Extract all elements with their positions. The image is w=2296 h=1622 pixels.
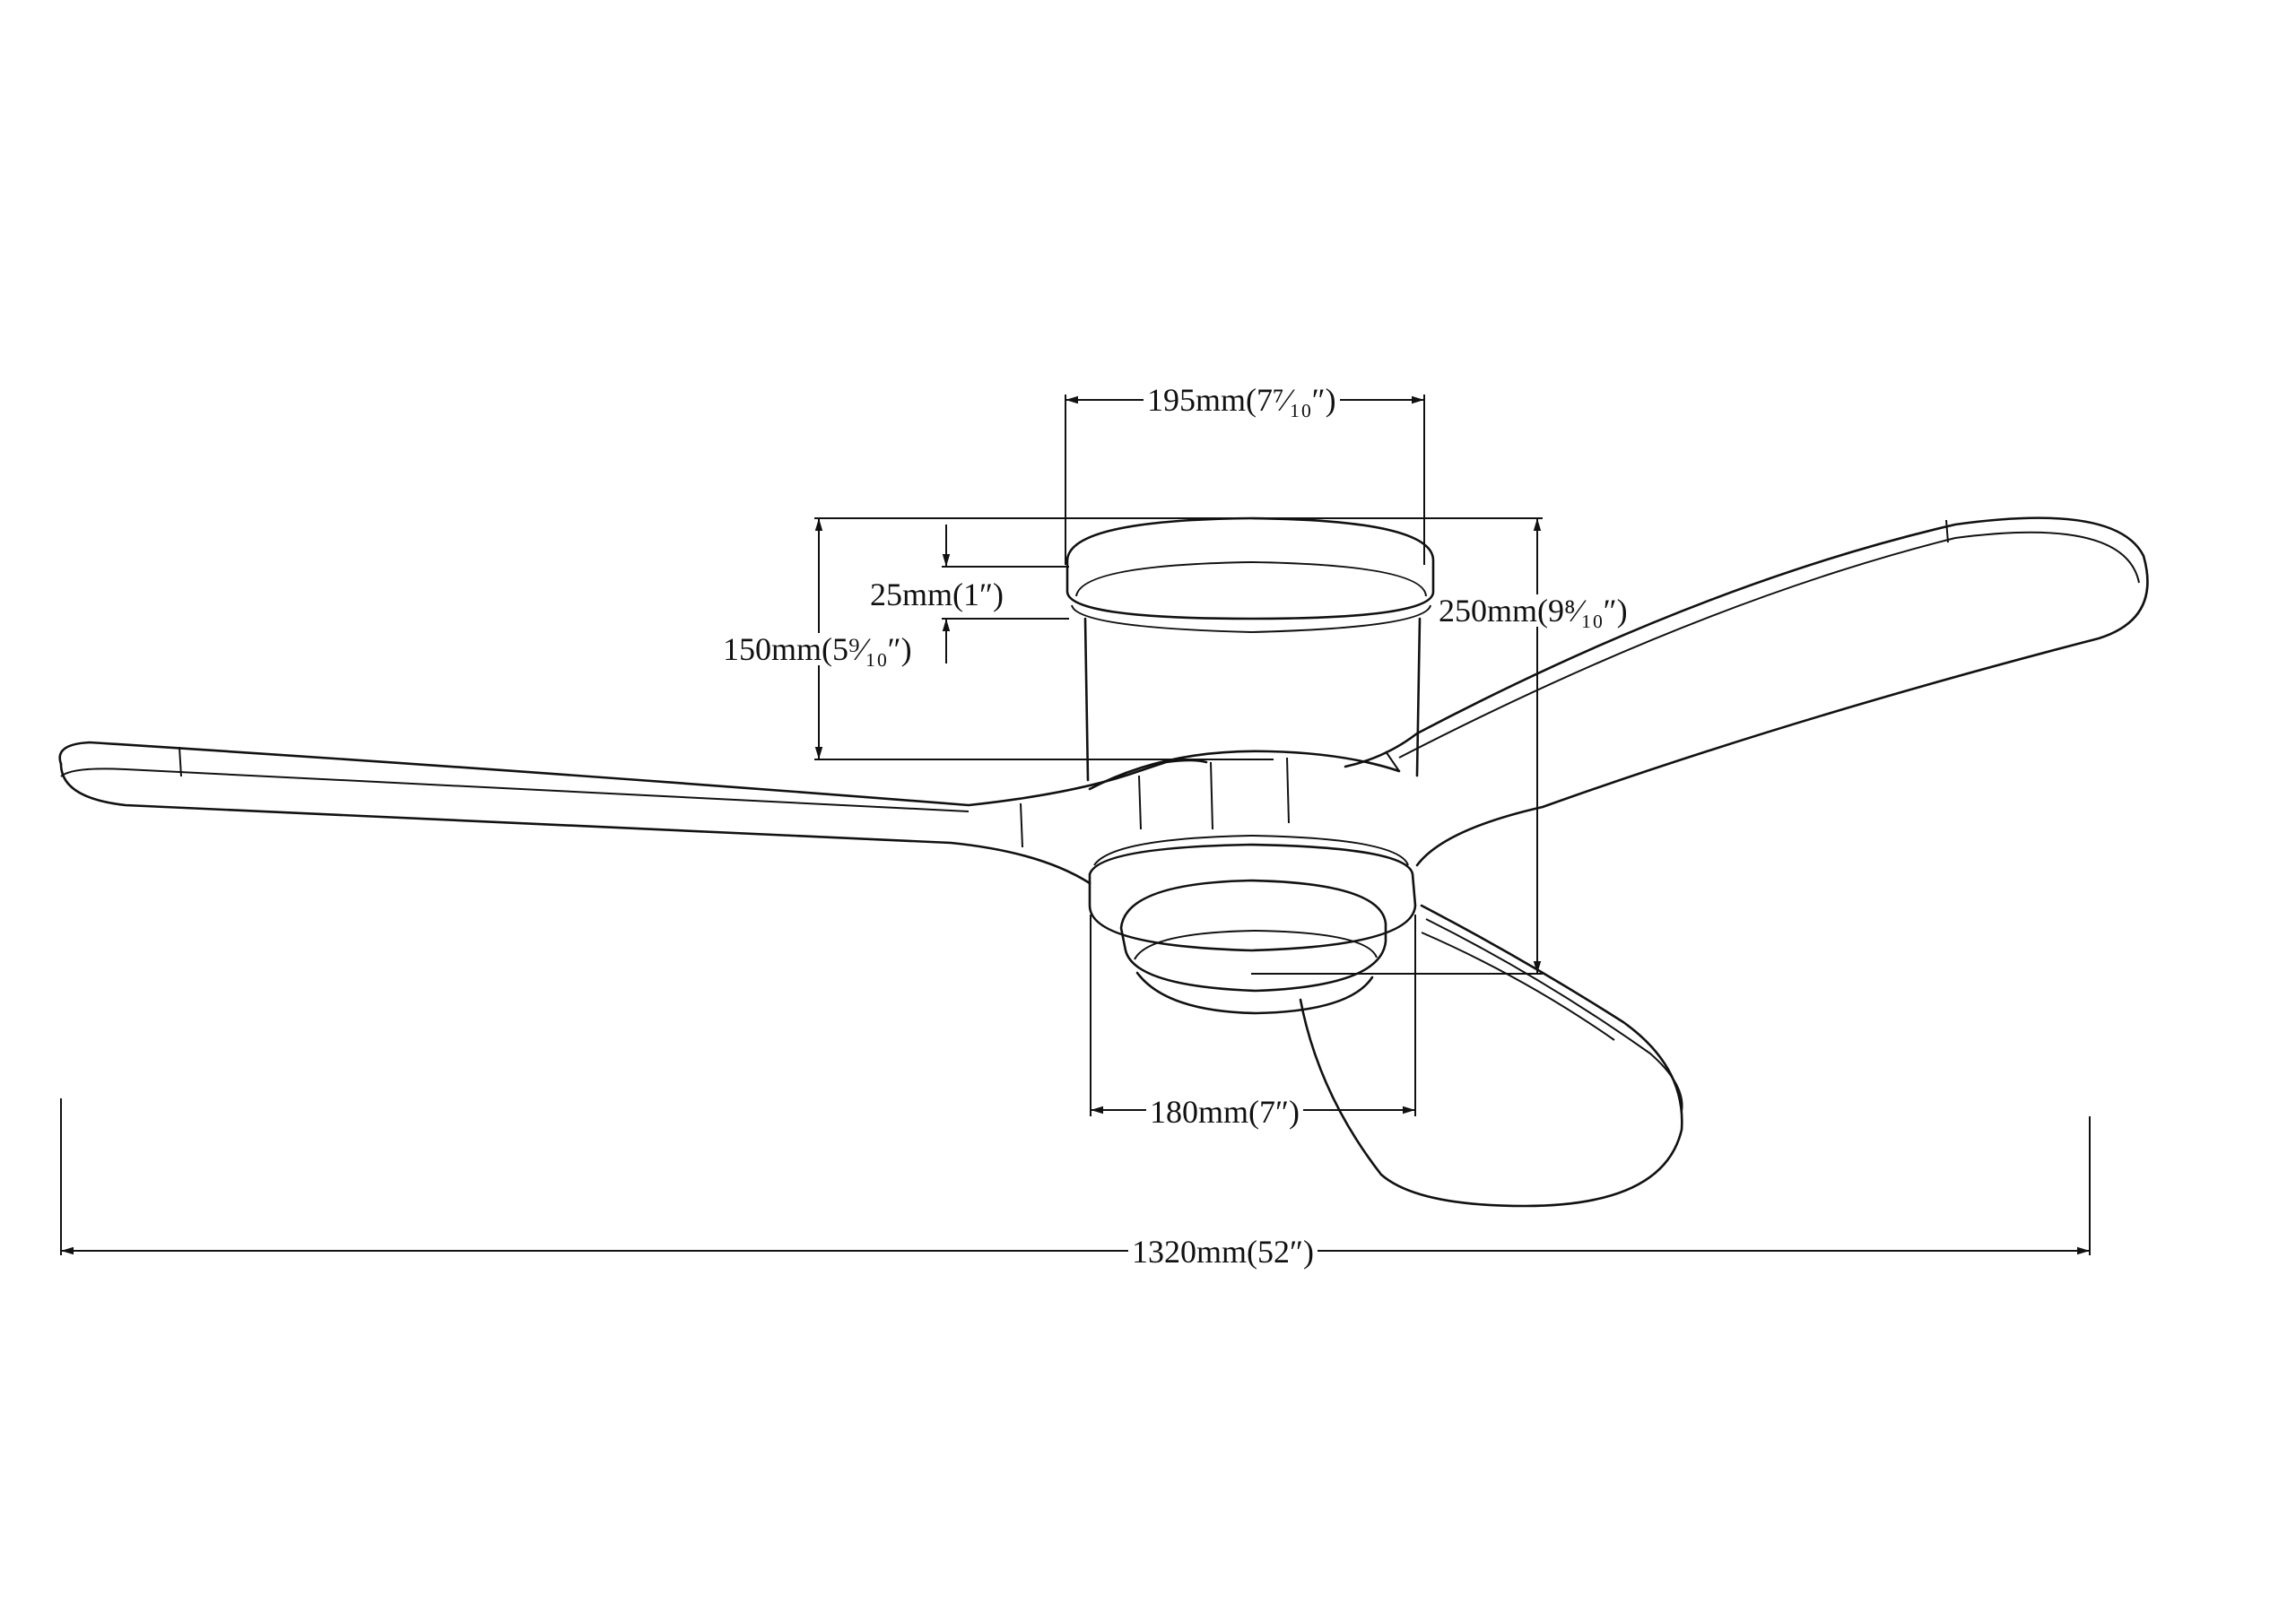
right-blade [1344, 516, 2149, 867]
front-blade [1299, 904, 1683, 1208]
dim-overall-height [1251, 518, 1543, 975]
label-canopy-band: 25mm(1″) [866, 578, 1007, 611]
dim-mount-height [814, 517, 1543, 760]
label-light-width: 180mm(7″) [1146, 1096, 1303, 1128]
left-blade [58, 741, 1208, 885]
canopy [1065, 516, 1435, 782]
light-kit [1088, 834, 1417, 1015]
label-mount-height: 150mm(5⁹⁄₁₀″) [719, 633, 916, 665]
label-overall-height: 250mm(9⁸⁄₁₀″) [1435, 594, 1631, 627]
label-canopy-width: 195mm(7⁷⁄₁₀″) [1144, 384, 1340, 416]
dim-canopy-band [942, 525, 1069, 664]
label-blade-span: 1320mm(52″) [1128, 1236, 1318, 1268]
dim-canopy-width [1065, 395, 1425, 565]
dim-blade-span [60, 1098, 2091, 1255]
dim-light-width [1090, 915, 1416, 1116]
motor-hub [1088, 750, 1401, 830]
